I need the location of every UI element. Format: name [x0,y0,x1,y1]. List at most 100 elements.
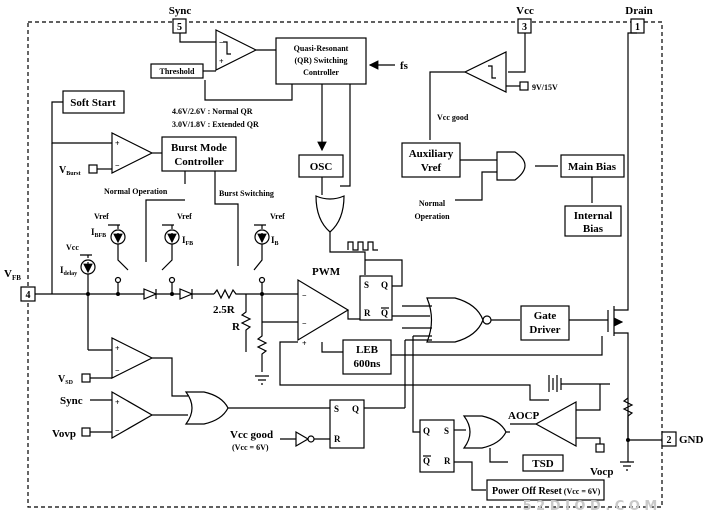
svg-text:Vcc good: Vcc good [230,429,273,441]
svg-text:Driver: Driver [529,324,560,336]
svg-text:Vref: Vref [177,212,192,221]
idelay-source: Vcc Idelay [60,243,96,350]
svg-text:Internal: Internal [574,210,613,222]
pin-drain-number: 1 [635,22,640,33]
pin-drain: Drain 1 [625,5,653,34]
internal-bias-block [564,205,622,237]
pin-vfb-number: 4 [26,290,31,301]
svg-text:+: + [115,398,120,407]
ifb-source: Vref IFB [161,212,193,284]
svg-text:TSD: TSD [532,458,553,470]
svg-text:4.6V/2.6V : Normal QR: 4.6V/2.6V : Normal QR [172,107,253,116]
svg-text:Threshold: Threshold [160,67,196,76]
svg-text:2.5R: 2.5R [213,304,236,316]
svg-text:Normal Operation: Normal Operation [104,187,168,196]
svg-text:S: S [334,404,339,414]
svg-text:Vref: Vref [94,212,109,221]
svg-text:S: S [444,426,449,436]
sync-comparator [215,29,258,71]
svg-text:600ns: 600ns [354,358,382,370]
svg-text:Vcc good: Vcc good [437,113,469,122]
svg-text:Gate: Gate [534,310,557,322]
svg-text:Vcc: Vcc [66,243,79,252]
pwm-comparator [297,278,350,342]
pin-gnd: 2 GND [661,431,704,447]
qr-controller-block [275,37,367,85]
svg-text:Normal: Normal [419,199,446,208]
pin-vcc: Vcc 3 [516,5,534,34]
svg-text:−: − [115,366,120,375]
svg-text:Controller: Controller [174,156,223,168]
ib-label: IB [271,235,279,247]
ibfb-label: IBFB [91,227,106,239]
idelay-label: Idelay [60,265,77,277]
svg-text:R: R [364,308,371,318]
leb-block [342,339,392,375]
inverter [295,430,310,448]
svg-text:(QR) Switching: (QR) Switching [294,56,347,65]
power-off-reset-label: Power Off Reset (Vcc = 6V) [492,486,601,497]
tsd-block [522,454,564,472]
svg-text:−: − [219,38,224,47]
svg-text:R: R [334,434,341,444]
watermark: 5 2 D I O D . C O M [523,499,658,514]
svg-text:PWM: PWM [312,266,341,278]
osc-block [298,154,344,178]
ibfb-source: Vref IBFB [91,212,129,284]
pin-gnd-number: 2 [667,435,672,446]
shutdown-latch [329,399,365,449]
svg-text:+: + [115,344,120,353]
svg-text:S: S [364,280,369,290]
svg-text:Vref: Vref [421,162,442,174]
resistor-r [240,294,252,352]
vburst-label: VBurst [59,165,81,177]
aocp-or-gate [462,415,507,449]
aux-vref-block [401,142,461,178]
svg-text:9V/15V: 9V/15V [532,83,558,92]
pwm-nor-gate [426,297,484,343]
vsd-label: VSD [58,374,74,386]
aocp-comparator [534,400,577,448]
svg-text:Quasi-Resonant: Quasi-Resonant [294,44,349,53]
svg-text:Burst Switching: Burst Switching [219,189,274,198]
svg-text:Vref: Vref [270,212,285,221]
svg-text:Q: Q [352,404,359,414]
vsd-comparator [111,337,154,379]
svg-text:Auxiliary: Auxiliary [409,148,454,160]
osc-or-gate [315,195,345,233]
pwm-flipflop [359,275,393,321]
pin-drain-label: Drain [625,5,653,17]
svg-text:3.0V/1.8V : Extended QR: 3.0V/1.8V : Extended QR [172,120,259,129]
svg-text:Q: Q [381,308,388,318]
pin-vcc-number: 3 [522,22,527,33]
svg-text:R: R [232,321,241,333]
svg-text:Q: Q [381,280,388,290]
svg-text:−: − [302,291,307,300]
burst-mode-controller-block [161,136,237,172]
svg-text:−: − [115,426,120,435]
ifb-label: IFB [182,235,193,247]
svg-text:Q: Q [423,456,430,466]
svg-text:Controller: Controller [303,68,339,77]
svg-text:AOCP: AOCP [508,410,539,422]
ic-outline [27,21,663,508]
gate-driver-block [520,305,570,341]
svg-text:Main Bias: Main Bias [568,161,617,173]
resistor-2-5r [213,288,298,300]
svg-text:Burst Mode: Burst Mode [171,142,227,154]
power-off-reset-block [486,479,605,501]
svg-text:−: − [115,161,120,170]
svg-text:+: + [219,57,224,66]
shutdown-or-gate [184,391,229,425]
svg-text:Q: Q [423,426,430,436]
svg-text:Operation: Operation [414,212,450,221]
svg-text:Vocp: Vocp [590,466,613,478]
svg-text:Vovp: Vovp [52,428,76,440]
svg-text:Sync: Sync [60,395,83,407]
pin-sync: Sync 5 [169,5,191,34]
svg-text:Bias: Bias [583,223,604,235]
ovp-comparator [111,390,154,440]
pin-vcc-label: Vcc [516,5,534,17]
vcc-comparator [463,51,507,93]
